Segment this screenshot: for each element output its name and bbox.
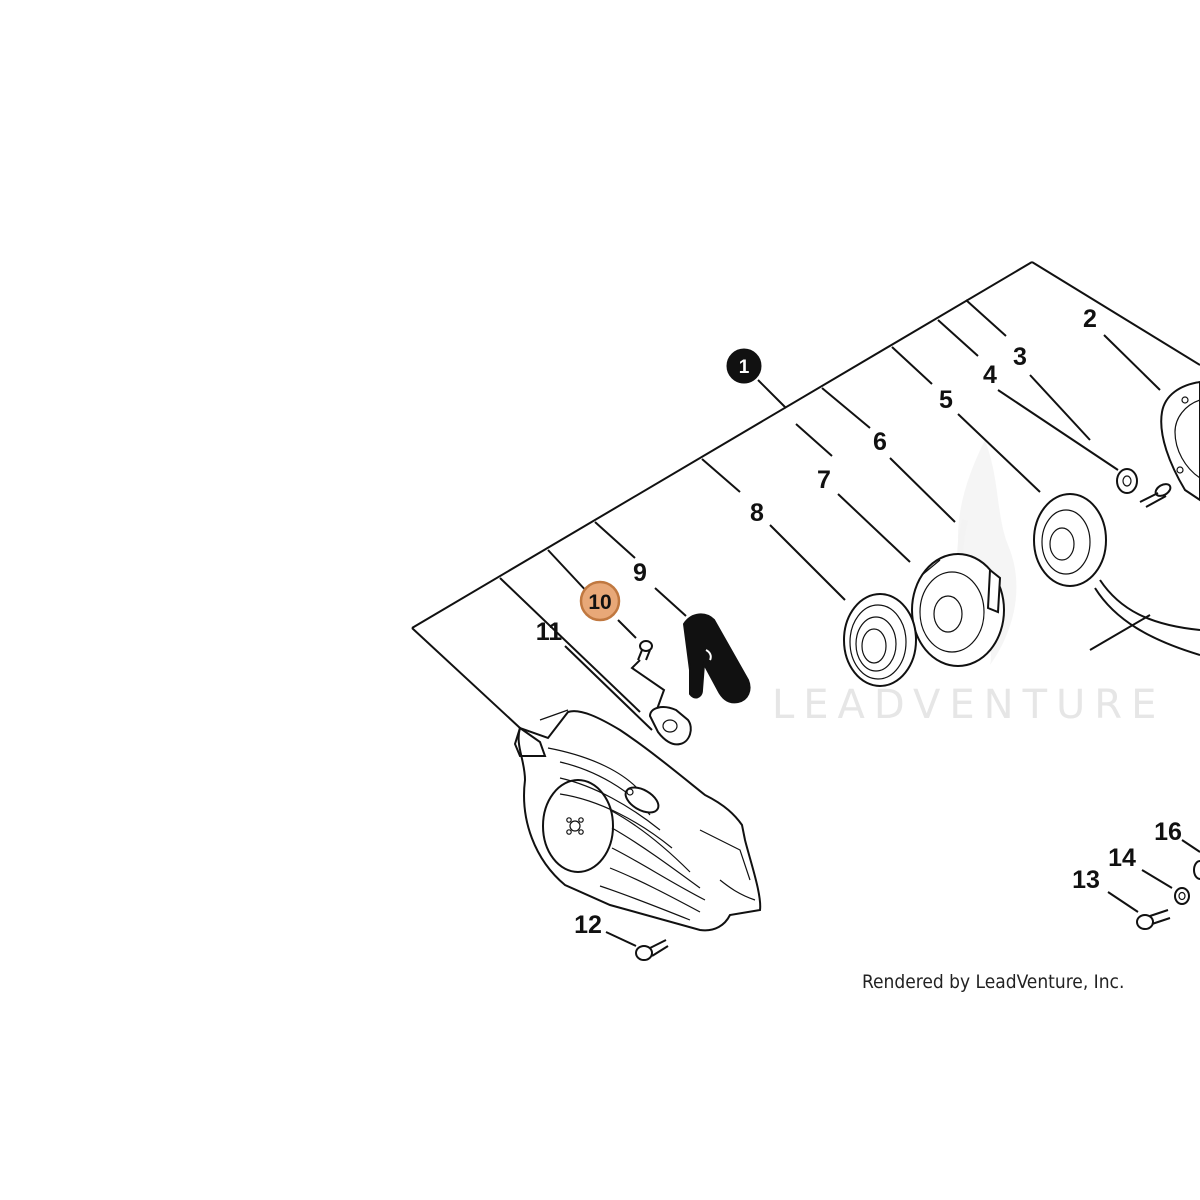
callout-12[interactable]: 12 [574, 911, 602, 939]
part-11-guide-cap [648, 706, 692, 746]
callout-5[interactable]: 5 [939, 386, 953, 414]
callout-4[interactable]: 4 [983, 361, 997, 389]
callout-3[interactable]: 3 [1013, 343, 1027, 371]
part-7-rewind-spring [843, 593, 917, 687]
assembly-bracket [411, 261, 1200, 729]
part-6-pawl-housing [911, 553, 1005, 667]
part-14-washer [1174, 887, 1190, 905]
part-3-screw [1139, 483, 1172, 508]
part-16-washer [1193, 860, 1200, 880]
callout-14[interactable]: 14 [1108, 844, 1136, 872]
part-4-washer [1116, 468, 1138, 494]
part-5-rope-rotor [1033, 493, 1200, 656]
watermark-text: LEADVENTURE [772, 682, 1165, 728]
part-12-screw [635, 939, 669, 961]
callout-13[interactable]: 13 [1072, 866, 1100, 894]
callout-2[interactable]: 2 [1083, 305, 1097, 333]
fan-housing-cover [513, 709, 762, 932]
part-9-starter-grip [682, 613, 751, 704]
callout-16[interactable]: 16 [1154, 818, 1182, 846]
leader-lines [564, 334, 1200, 947]
part-13-screw [1136, 909, 1171, 930]
svg-text:1: 1 [739, 357, 750, 378]
callout-11[interactable]: 11 [536, 618, 563, 646]
callout-1[interactable]: 1 [726, 348, 762, 384]
callout-7[interactable]: 7 [817, 466, 831, 494]
render-credit: Rendered by LeadVenture, Inc. [862, 971, 1124, 993]
part-10-screw [637, 640, 653, 661]
svg-text:10: 10 [588, 591, 611, 614]
callout-9[interactable]: 9 [633, 559, 647, 587]
callout-6[interactable]: 6 [873, 428, 887, 456]
part-2-cover [1160, 380, 1200, 502]
callout-8[interactable]: 8 [750, 499, 764, 527]
callout-10-highlighted[interactable]: 10 [579, 580, 621, 622]
